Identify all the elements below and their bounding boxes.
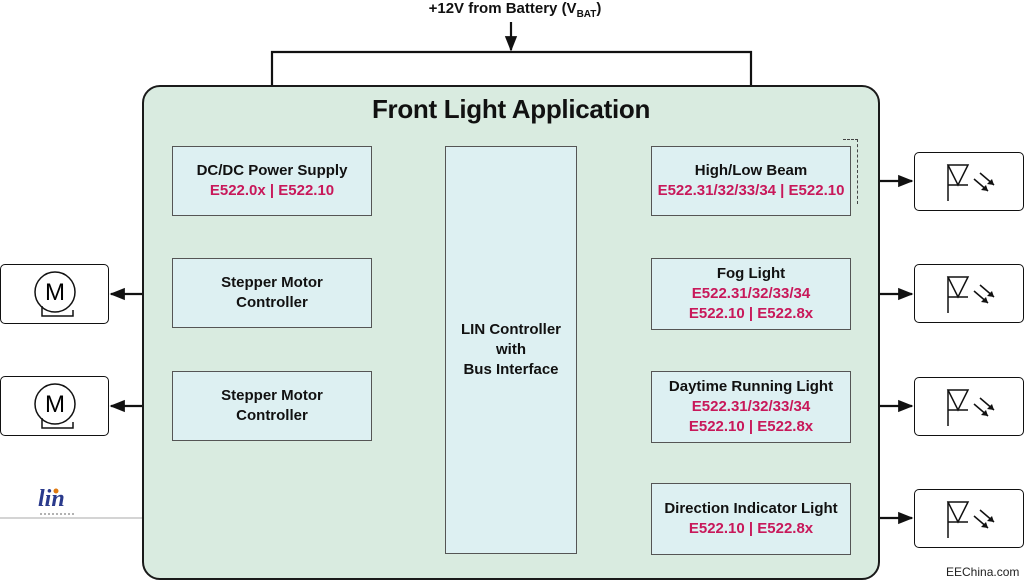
block-title-2: Controller: [236, 407, 308, 424]
lin-line-1: LIN Controller: [461, 321, 561, 338]
led-icon: [946, 163, 995, 201]
led-lamp-3: [914, 377, 1024, 436]
svg-text:lin: lin: [38, 486, 65, 512]
block-title: Direction Indicator Light: [664, 500, 838, 517]
direction-indicator-light-block: Direction Indicator Light E522.10 | E522…: [651, 483, 851, 555]
led-icon: [946, 388, 995, 426]
svg-text:M: M: [45, 391, 65, 418]
block-title: Daytime Running Light: [668, 378, 834, 395]
block-code-2: E522.10 | E522.8x: [688, 305, 814, 322]
lin-line-2: with: [496, 341, 526, 358]
supply-label: +12V from Battery (VBAT): [428, 0, 602, 20]
lin-line-3: Bus Interface: [463, 361, 559, 378]
led-lamp-4: [914, 489, 1024, 548]
led-lamp-1: [914, 152, 1024, 211]
fog-light-block: Fog Light E522.31/32/33/34 E522.10 | E52…: [651, 258, 851, 330]
block-code: E522.31/32/33/34: [691, 398, 811, 415]
block-title: High/Low Beam: [694, 162, 808, 179]
panel-title: Front Light Application: [371, 94, 651, 124]
block-code: E522.31/32/33/34: [691, 285, 811, 302]
block-title: DC/DC Power Supply: [196, 162, 348, 179]
daytime-running-light-block: Daytime Running Light E522.31/32/33/34 E…: [651, 371, 851, 443]
block-code: E522.31/32/33/34 | E522.10: [657, 182, 845, 199]
dcdc-power-supply-block: DC/DC Power Supply E522.0x | E522.10: [172, 146, 372, 216]
lin-controller-block: LIN Controller with Bus Interface: [445, 146, 577, 554]
led-lamp-2: [914, 264, 1024, 323]
stepper-motor-controller-1: Stepper Motor Controller: [172, 258, 372, 328]
block-title-2: Controller: [236, 294, 308, 311]
block-code: E522.0x | E522.10: [209, 182, 335, 199]
lin-logo: lin: [38, 486, 76, 515]
motor-icon: M: [33, 271, 76, 317]
block-code: E522.10 | E522.8x: [688, 520, 814, 537]
stepper-motor-1: M: [0, 264, 109, 324]
block-title: Fog Light: [716, 265, 786, 282]
stepper-motor-2: M: [0, 376, 109, 436]
block-title: Stepper Motor: [221, 274, 323, 291]
motor-icon: M: [33, 383, 76, 429]
led-icon: [946, 500, 995, 538]
block-title: Stepper Motor: [221, 387, 323, 404]
high-low-beam-block: High/Low Beam E522.31/32/33/34 | E522.10: [651, 139, 858, 216]
watermark: EEChina.com: [946, 565, 1020, 579]
led-icon: [946, 275, 995, 313]
stepper-motor-controller-2: Stepper Motor Controller: [172, 371, 372, 441]
svg-text:M: M: [45, 279, 65, 306]
block-code-2: E522.10 | E522.8x: [688, 418, 814, 435]
